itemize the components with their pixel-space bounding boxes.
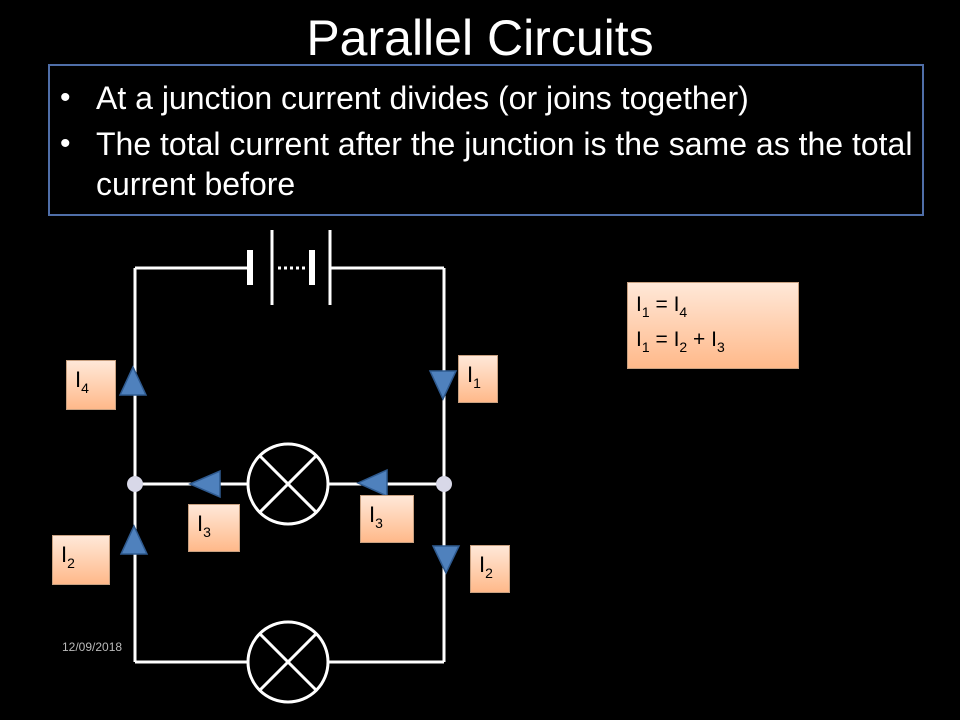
label-i1: I1 — [458, 355, 498, 403]
equation-box: I1 = I4 I1 = I2 + I3 — [627, 282, 799, 369]
bullet-text-junction: At a junction current divides (or joins … — [96, 80, 749, 116]
lamp-bottom — [246, 620, 330, 704]
bullet-text-total: The total current after the junction is … — [96, 126, 913, 202]
junction-node-left — [127, 476, 143, 492]
label-i3-right: I3 — [360, 495, 414, 543]
bullet-marker: • — [60, 81, 71, 114]
slide-date: 12/09/2018 — [62, 640, 123, 654]
bullet-marker: • — [60, 127, 71, 160]
label-i2-left: I2 — [52, 535, 110, 585]
label-i2-right: I2 — [470, 545, 510, 593]
lamp-middle — [246, 442, 330, 526]
arrow-up-icon — [119, 524, 149, 555]
arrow-down-icon — [428, 370, 458, 401]
battery — [247, 230, 332, 305]
equation-line-2: I1 = I2 + I3 — [636, 328, 725, 355]
junction-node-right — [436, 476, 452, 492]
slide-title: Parallel Circuits — [306, 10, 654, 66]
equation-line-1: I1 = I4 — [636, 293, 688, 320]
arrow-left-icon — [188, 469, 221, 499]
arrow-left-icon — [356, 468, 388, 498]
arrow-down-icon — [431, 545, 461, 575]
label-i3-left: I3 — [188, 504, 240, 552]
bullet-box: • At a junction current divides (or join… — [48, 64, 924, 216]
label-i4: I4 — [66, 360, 116, 410]
arrow-up-icon — [118, 365, 148, 396]
